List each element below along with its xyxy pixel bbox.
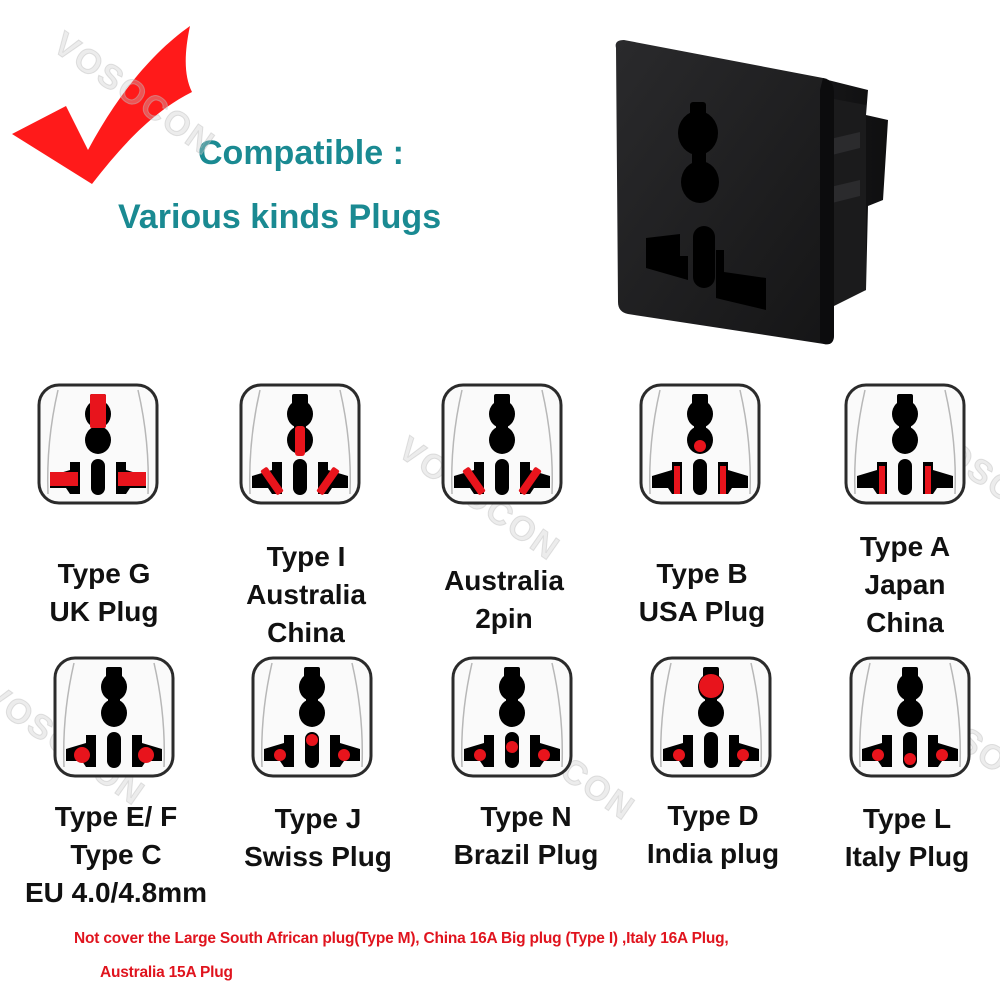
plug-icon-type-b [639, 383, 761, 505]
plug-icon-type-ef [53, 656, 175, 778]
disclaimer-line-2: Australia 15A Plug [100, 964, 233, 981]
plug-icon-type-l [849, 656, 971, 778]
headline-various-plugs: Various kinds Plugs [118, 198, 442, 236]
plug-icon-type-i [239, 383, 361, 505]
disclaimer-line-1: Not cover the Large South African plug(T… [74, 930, 729, 947]
plug-icon-type-n [451, 656, 573, 778]
plug-icon-type-d [650, 656, 772, 778]
plug-icon-australia-2pin [441, 383, 563, 505]
plug-icon-type-a [844, 383, 966, 505]
plug-icon-type-j [251, 656, 373, 778]
headline-compatible: Compatible : [198, 134, 404, 172]
check-mark-icon [12, 26, 192, 184]
universal-socket-image [615, 40, 888, 345]
plug-icon-type-g [37, 383, 159, 505]
